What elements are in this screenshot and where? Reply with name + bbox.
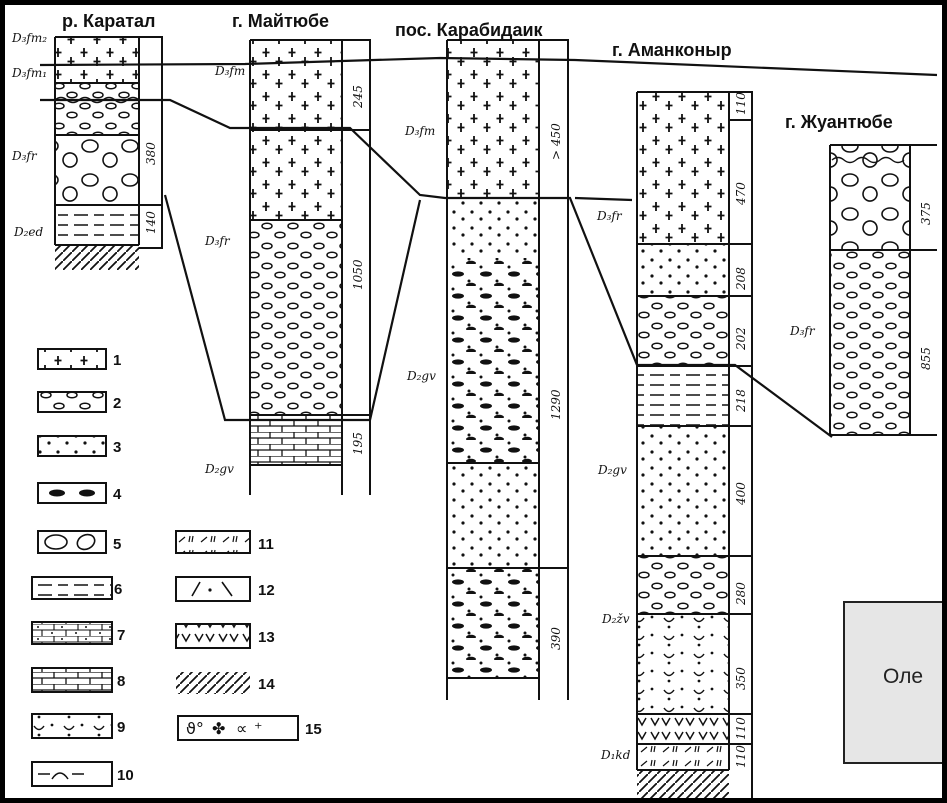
thickness-label: 375	[919, 202, 933, 225]
legend-number: 3	[113, 439, 121, 456]
legend-item-12: 12	[176, 577, 275, 601]
place-label-maytyube: г. Майтюбе	[232, 11, 329, 31]
legend-number: 2	[113, 395, 121, 412]
legend-number: 14	[258, 676, 275, 693]
place-label-zhuantyube: г. Жуантюбе	[785, 112, 893, 132]
stratum-index: D₂ed	[13, 225, 44, 239]
legend-item-13: 13	[176, 624, 275, 648]
thickness-label: 400	[734, 482, 748, 506]
thickness-label: 110	[734, 717, 748, 740]
legend-number: 11	[258, 536, 274, 553]
legend-item-11: 11	[176, 531, 274, 553]
stratum-index: D₃fr	[204, 234, 231, 248]
place-label-karatal: р. Каратал	[62, 11, 155, 31]
legend-item-8: 8	[32, 668, 125, 692]
thickness-label: 1290	[549, 389, 563, 420]
stratum-index: D₃fm	[214, 64, 245, 78]
svg-text:∝: ∝	[236, 719, 247, 738]
thickness-label: 390	[549, 627, 563, 650]
legend-item-4: 4	[38, 483, 122, 503]
thickness-label: 245	[351, 85, 365, 109]
legend-number: 6	[114, 581, 122, 598]
thickness-label: 380	[144, 142, 158, 165]
thickness-label: 208	[734, 267, 748, 291]
overlay-box: Оле	[843, 601, 942, 764]
column-karatal: 380 140 D₃fm₂ D₃fm₁ D₃fr D₂ed р. Каратал	[11, 11, 162, 270]
stratum-index: D₂gv	[406, 369, 436, 383]
legend-number: 15	[305, 721, 322, 738]
column-amankonyr: 110 470 208 202 218 400 280 350 110 110 …	[596, 40, 752, 798]
thickness-label: 218	[734, 389, 748, 413]
thickness-label: 350	[734, 667, 748, 690]
legend-item-2: 2	[38, 392, 121, 412]
legend-item-15: ϑ° ✤ ∝ ⁺ 15	[178, 716, 322, 740]
svg-text:ϑ°: ϑ°	[186, 719, 204, 738]
legend-number: 7	[117, 627, 125, 644]
legend-number: 13	[258, 629, 275, 646]
stratum-index: D₂gv	[597, 463, 627, 477]
stratum-index: D₂žv	[601, 612, 630, 626]
legend-item-14: 14	[176, 672, 275, 694]
legend-number: 10	[117, 767, 134, 784]
legend-item-9: 9	[32, 714, 125, 738]
diagram-svg: 380 140 D₃fm₂ D₃fm₁ D₃fr D₂ed р. Каратал…	[5, 5, 942, 798]
thickness-label: 110	[734, 745, 748, 768]
column-zhuantyube: 375 855 D₃fr г. Жуантюбе	[785, 112, 937, 435]
legend-number: 5	[113, 536, 121, 553]
overlay-text: Оле	[883, 665, 923, 689]
stratum-index: D₃fm₁	[11, 66, 47, 80]
legend-number: 8	[117, 673, 125, 690]
legend-item-7: 7	[32, 622, 125, 644]
legend-item-6: 6	[32, 577, 122, 599]
legend-item-1: 1	[38, 349, 121, 369]
stratum-index: D₃fm	[404, 124, 435, 138]
column-karabidaik: > 450 1290 390 D₃fm D₂gv пос. Карабидаик	[395, 20, 568, 700]
thickness-label: > 450	[549, 123, 563, 160]
stratum-index: D₃fm₂	[11, 31, 47, 45]
stratum-index: D₂gv	[204, 462, 234, 476]
legend-item-3: 3	[38, 436, 121, 456]
thickness-label: 195	[351, 432, 365, 455]
legend-number: 9	[117, 719, 125, 736]
legend-number: 1	[113, 352, 121, 369]
legend-item-5: 5	[38, 531, 121, 553]
place-label-amankonyr: г. Аманконыр	[612, 40, 732, 60]
legend-number: 4	[113, 486, 122, 503]
thickness-label: 280	[734, 582, 748, 606]
svg-text:⁺: ⁺	[254, 719, 262, 738]
legend-number: 12	[258, 582, 275, 599]
stratum-index: D₃fr	[11, 149, 38, 163]
stratum-index: D₃fr	[596, 209, 623, 223]
thickness-label: 470	[734, 182, 748, 206]
thickness-label: 1050	[351, 259, 365, 290]
thickness-label: 140	[144, 211, 158, 234]
thickness-label: 110	[734, 92, 748, 115]
legend-item-10: 10	[32, 762, 134, 786]
place-label-karabidaik: пос. Карабидаик	[395, 20, 544, 40]
svg-text:✤: ✤	[212, 719, 225, 738]
stratum-index: D₃fr	[789, 324, 816, 338]
thickness-label: 855	[919, 347, 933, 370]
column-maytyube: 245 1050 195 D₃fm D₃fr D₂gv г. Майтюбе	[204, 11, 370, 495]
thickness-label: 202	[734, 327, 748, 351]
stratigraphic-diagram: 380 140 D₃fm₂ D₃fm₁ D₃fr D₂ed р. Каратал…	[5, 5, 942, 798]
stratum-index: D₁kd	[600, 748, 631, 762]
